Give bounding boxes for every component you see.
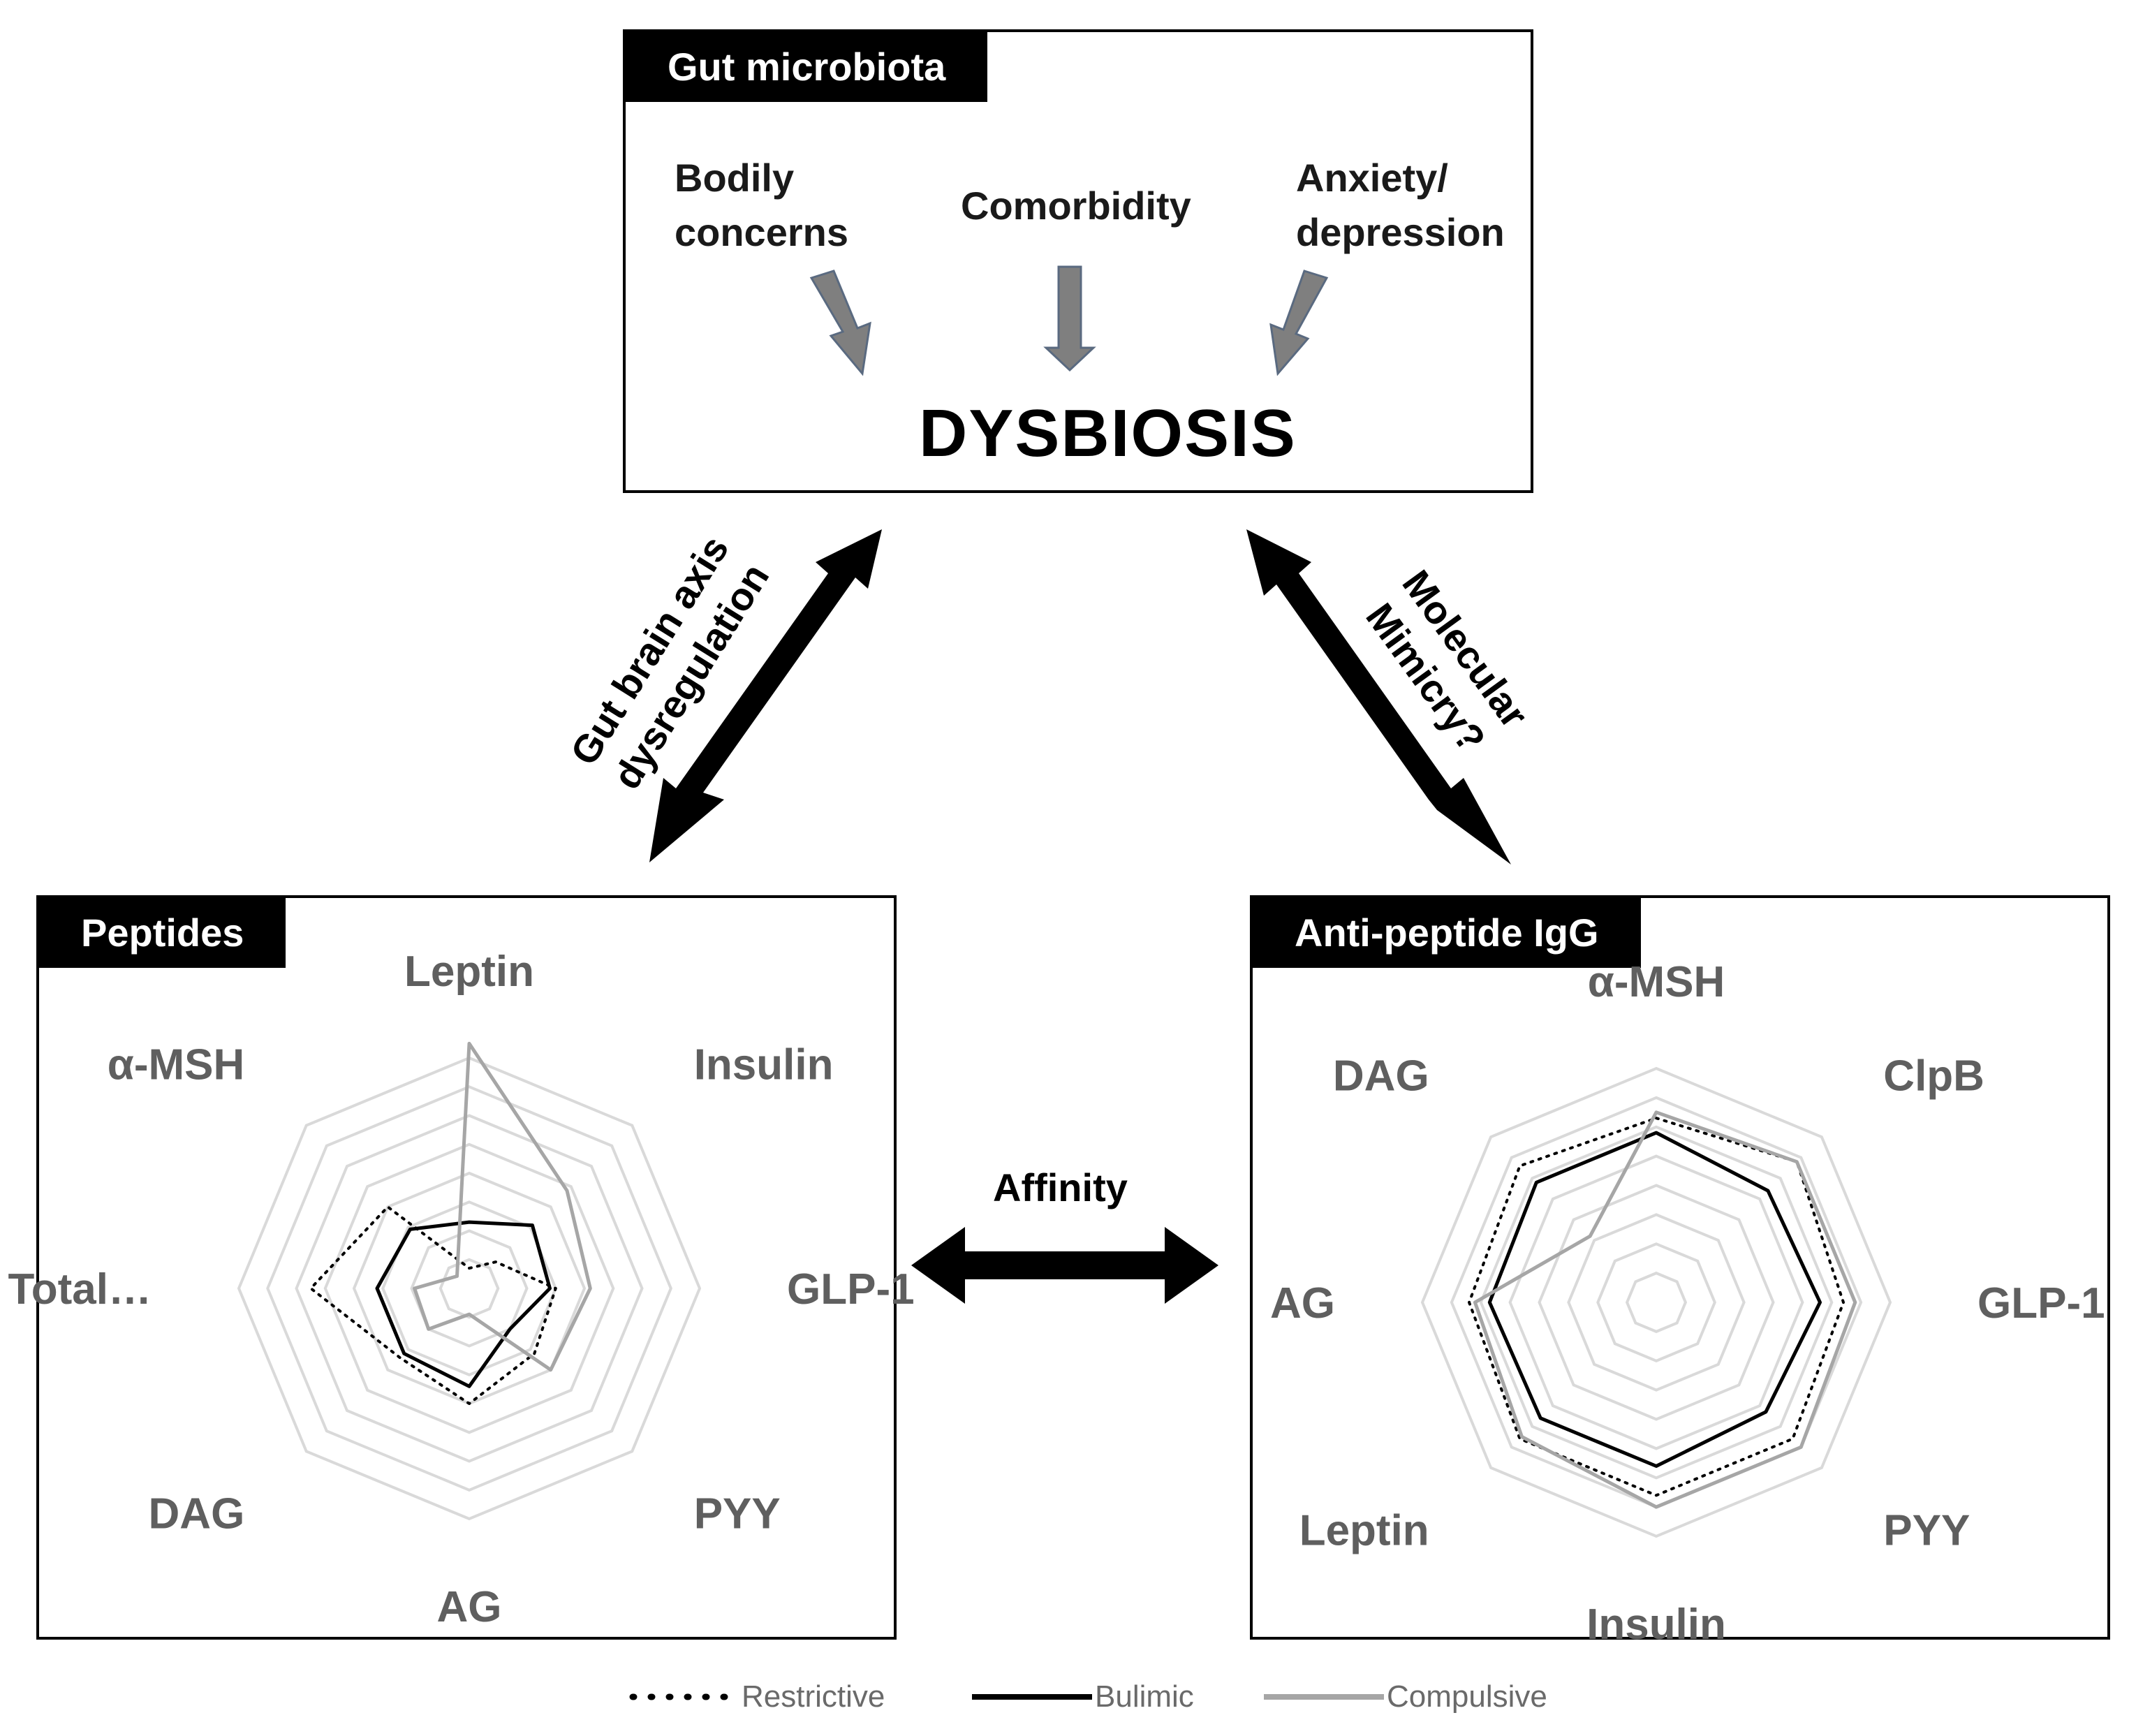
igg-axis-label-glp-1: GLP-1 (1977, 1279, 2105, 1327)
legend-swatch-bulimic (972, 1694, 1092, 1700)
igg-series-restrictive (1468, 1117, 1845, 1497)
igg-axis-label-clpb: ClpB (1883, 1052, 1984, 1101)
peptides-axis-label-alpha-msh: α-MSH (108, 1040, 245, 1089)
igg-gridline-8 (1420, 1066, 1892, 1538)
igg-gridline-4 (1538, 1184, 1775, 1421)
gut-microbiota-box: Gut microbiota Bodily concerns Comorbidi… (623, 29, 1533, 493)
anti-peptide-igg-title: Anti-peptide IgG (1253, 898, 1641, 968)
igg-axis-label-dag: DAG (1333, 1052, 1429, 1101)
peptides-axis-label-dag: DAG (149, 1490, 245, 1538)
arrow-bodily-to-dysbiosis (809, 270, 871, 376)
peptides-gridline-1 (439, 1258, 500, 1319)
peptides-axis-label-total: Total… (8, 1265, 152, 1314)
double-arrow-affinity (911, 1227, 1218, 1304)
peptides-axis-label-pyy: PYY (694, 1490, 781, 1538)
legend-label-compulsive: Compulsive (1387, 1679, 1547, 1714)
gut-microbiota-title: Gut microbiota (626, 32, 988, 102)
affinity-label: Affinity (993, 1165, 1128, 1209)
double-arrow-right (1246, 529, 1511, 865)
peptides-gridline-2 (410, 1229, 529, 1348)
factor-comorbidity: Comorbidity (961, 184, 1191, 228)
igg-axis-label-alpha-msh: α-MSH (1588, 958, 1725, 1006)
legend-restrictive: Restrictive (629, 1679, 885, 1714)
igg-axis-label-pyy: PYY (1883, 1506, 1970, 1554)
factor-bodily-concerns: Bodily concerns (675, 156, 848, 254)
igg-axis-label-ag: AG (1270, 1279, 1335, 1327)
peptides-gridline-6 (295, 1114, 644, 1463)
peptides-gridline-7 (266, 1085, 672, 1492)
factor-anxiety-depression: Anxiety/ depression (1296, 156, 1505, 254)
dysbiosis-label: DYSBIOSIS (919, 396, 1297, 471)
peptides-box: Peptides (36, 895, 897, 1640)
arrow-comorbidity-to-dysbiosis (1043, 265, 1096, 372)
double-arrow-left (649, 529, 882, 862)
peptides-axis-label-glp-1: GLP-1 (787, 1265, 915, 1314)
igg-gridline-6 (1479, 1125, 1834, 1480)
peptides-gridline-8 (237, 1056, 702, 1521)
igg-gridline-5 (1508, 1154, 1804, 1450)
peptides-series-compulsive (413, 1041, 592, 1372)
igg-gridline-7 (1450, 1096, 1863, 1509)
igg-axis-label-leptin: Leptin (1299, 1506, 1429, 1554)
igg-series-bulimic (1487, 1131, 1822, 1468)
peptides-title: Peptides (39, 898, 286, 968)
peptides-series-restrictive (309, 1205, 557, 1405)
peptides-axis-label-insulin: Insulin (694, 1040, 834, 1089)
legend-swatch-compulsive (1264, 1694, 1384, 1700)
legend-compulsive: Compulsive (1261, 1679, 1547, 1714)
igg-axis-label-insulin: Insulin (1586, 1601, 1726, 1649)
legend-bulimic: Bulimic (969, 1679, 1194, 1714)
arrow-anxiety-to-dysbiosis (1269, 270, 1329, 376)
peptides-gridline-5 (323, 1142, 615, 1434)
legend-swatch-restrictive (629, 1693, 742, 1700)
legend-label-restrictive: Restrictive (742, 1679, 885, 1714)
igg-gridline-1 (1625, 1271, 1688, 1334)
peptides-series-bulimic (375, 1220, 552, 1388)
peptides-gridline-3 (381, 1200, 557, 1376)
peptides-axis-label-ag: AG (437, 1583, 502, 1631)
legend-label-bulimic: Bulimic (1095, 1679, 1194, 1714)
igg-series-compulsive (1473, 1110, 1857, 1509)
igg-gridline-3 (1567, 1213, 1746, 1392)
igg-gridline-2 (1596, 1242, 1716, 1362)
peptides-axis-label-leptin: Leptin (404, 948, 534, 996)
anti-peptide-igg-box: Anti-peptide IgG (1250, 895, 2110, 1640)
